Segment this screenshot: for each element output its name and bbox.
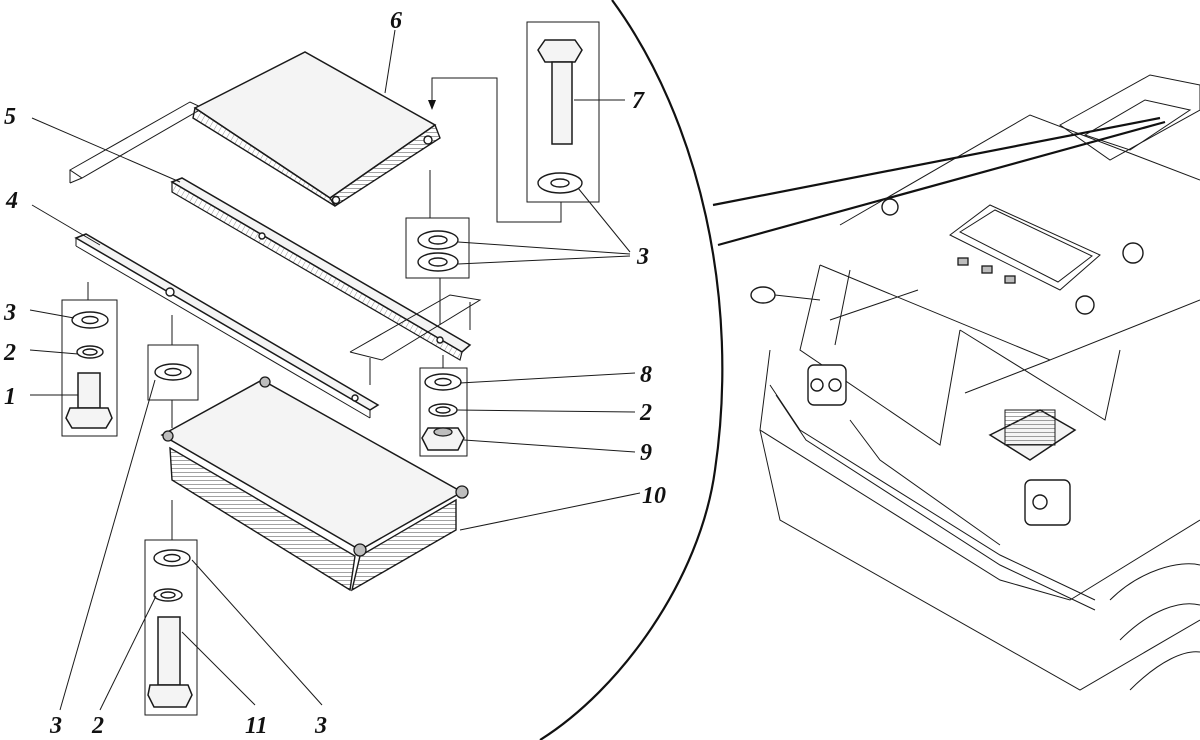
callout-9: 9	[640, 440, 652, 466]
cover-lid-part-6	[69, 51, 441, 207]
callout-2: 2	[3, 340, 16, 366]
callout-1: 1	[4, 384, 16, 410]
mounting-rail-part-5	[170, 177, 472, 361]
callout-7: 7	[632, 88, 645, 114]
bolt-group-top	[428, 21, 600, 223]
callout-6: 6	[390, 8, 402, 34]
callout-5: 5	[4, 104, 16, 130]
battery-box-part-10	[160, 376, 469, 592]
callout-10: 10	[642, 483, 666, 509]
support-strip-part-4	[74, 233, 380, 419]
callout-3-bottom-right: 3	[314, 713, 327, 739]
fastener-group-left	[61, 282, 118, 437]
callout-11: 11	[245, 713, 268, 739]
callout-3-washers: 3	[636, 244, 649, 270]
washer-group-center	[147, 315, 199, 428]
callout-3-bottom-left: 3	[49, 713, 62, 739]
callout-3: 3	[3, 300, 16, 326]
nut-group	[419, 355, 468, 457]
vehicle-cab-illustration	[712, 74, 1200, 691]
washer-pair-group	[405, 170, 470, 325]
callout-8: 8	[640, 362, 652, 388]
fastener-group-bottom	[144, 500, 198, 716]
callout-4: 4	[5, 188, 18, 214]
callout-2-nut-group: 2	[639, 400, 652, 426]
leader-lines	[29, 29, 641, 711]
callout-2-bottom: 2	[91, 713, 104, 739]
detail-divider-arc	[539, 0, 724, 740]
frame-bracket	[349, 294, 482, 385]
